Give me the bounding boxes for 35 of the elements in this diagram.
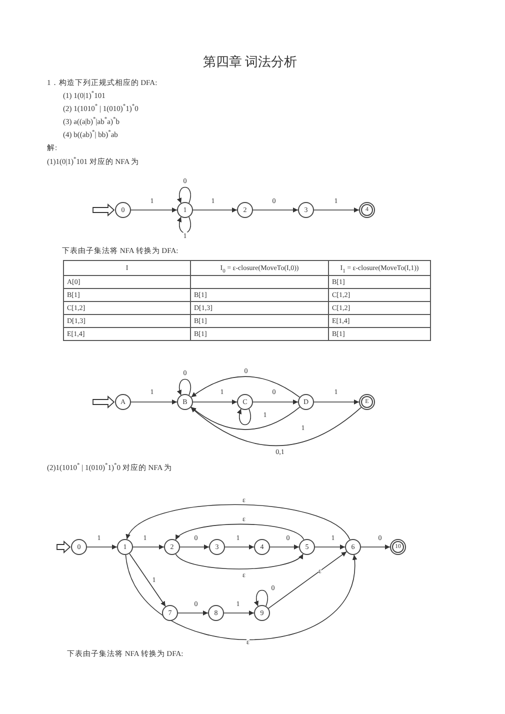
transition-arrow: [126, 504, 350, 540]
transition-arrow: [86, 544, 118, 550]
transition-arrow: [175, 554, 304, 570]
start-arrow: [92, 395, 115, 409]
transition-arrow: [314, 400, 360, 404]
transition-arrow: [129, 553, 166, 607]
transition-arrow: [224, 544, 254, 550]
transition-arrow: [224, 610, 254, 616]
transition-arrow: [192, 400, 238, 404]
self-loop-arrow: [177, 186, 192, 204]
transition-arrow: [252, 208, 298, 212]
transition-arrow: [190, 407, 362, 446]
start-arrow: [92, 203, 115, 217]
transition-arrow: [130, 208, 178, 212]
transition-arrow: [180, 544, 210, 550]
transition-arrow: [314, 208, 360, 212]
transition-arrow: [178, 610, 208, 616]
transition-arrow: [175, 524, 304, 540]
transition-arrow: [130, 400, 178, 404]
transition-arrow: [270, 544, 300, 550]
transition-arrow: [125, 554, 356, 640]
transition-arrow: [190, 406, 300, 430]
start-arrow: [56, 540, 71, 554]
transition-arrow: [360, 544, 390, 550]
self-loop-arrow: [254, 590, 268, 606]
transition-arrow: [252, 400, 298, 404]
self-loop-arrow: [177, 378, 192, 396]
self-loop-arrow: [237, 408, 252, 426]
self-loop-arrow: [177, 216, 192, 234]
transition-arrow: [190, 376, 300, 398]
transition-arrow: [132, 544, 164, 550]
transition-arrow: [268, 551, 347, 609]
transition-arrow: [314, 544, 346, 550]
transition-arrow: [192, 208, 238, 212]
page-title: 第四章 词法分析: [202, 54, 298, 69]
